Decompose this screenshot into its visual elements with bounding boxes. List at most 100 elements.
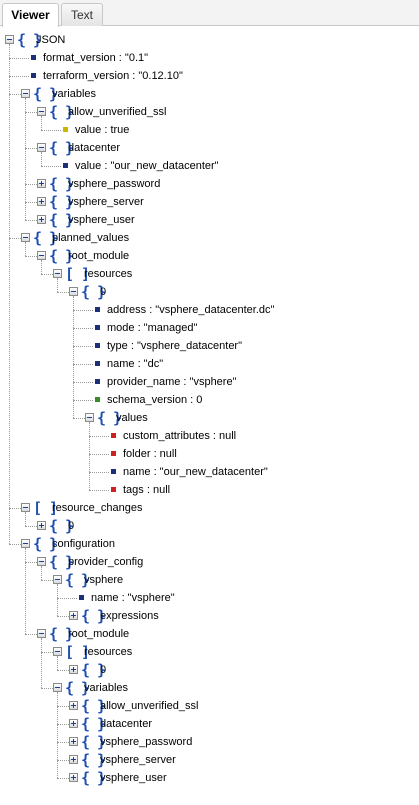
tree-node[interactable]: name : "dc" xyxy=(0,355,419,373)
object-braces-icon: { } xyxy=(33,85,58,103)
tree-connector xyxy=(57,670,69,671)
tree-node[interactable]: [ ]resources xyxy=(0,643,419,661)
tree-node[interactable]: { }0 xyxy=(0,517,419,535)
collapse-toggle-icon[interactable] xyxy=(53,269,62,278)
tree-node[interactable]: { }values xyxy=(0,409,419,427)
object-braces-icon: { } xyxy=(81,769,106,787)
tree-node-label: provider_name : "vsphere" xyxy=(107,376,237,388)
tree-node[interactable]: [ ]resources xyxy=(0,265,419,283)
tree-node[interactable]: format_version : "0.1" xyxy=(0,49,419,67)
tree-node[interactable]: { }root_module xyxy=(0,625,419,643)
collapse-toggle-icon[interactable] xyxy=(21,233,30,242)
expand-toggle-icon[interactable] xyxy=(69,701,78,710)
tree-node-label: root_module xyxy=(68,628,130,640)
object-braces-icon: { } xyxy=(49,193,74,211)
tree-node[interactable]: folder : null xyxy=(0,445,419,463)
tree-node[interactable]: { }vsphere_password xyxy=(0,175,419,193)
expand-toggle-icon[interactable] xyxy=(37,197,46,206)
collapse-toggle-icon[interactable] xyxy=(37,107,46,116)
tree-node-label: 0 xyxy=(100,664,107,676)
tree-node[interactable]: { }datacenter xyxy=(0,139,419,157)
collapse-toggle-icon[interactable] xyxy=(37,557,46,566)
tree-node[interactable]: { }vsphere_password xyxy=(0,733,419,751)
tree-node[interactable]: schema_version : 0 xyxy=(0,391,419,409)
collapse-toggle-icon[interactable] xyxy=(37,629,46,638)
object-braces-icon: { } xyxy=(33,229,58,247)
tree-node[interactable]: custom_attributes : null xyxy=(0,427,419,445)
tree-node[interactable]: { }provider_config xyxy=(0,553,419,571)
tree-node-label: address : "vsphere_datacenter.dc" xyxy=(107,304,275,316)
collapse-toggle-icon[interactable] xyxy=(69,287,78,296)
expand-toggle-icon[interactable] xyxy=(69,665,78,674)
tree-node-label: vsphere_user xyxy=(68,214,135,226)
tab-text[interactable]: Text xyxy=(61,3,103,26)
tree-node-label: format_version : "0.1" xyxy=(43,52,149,64)
collapse-toggle-icon[interactable] xyxy=(21,539,30,548)
tree-node[interactable]: terraform_version : "0.12.10" xyxy=(0,67,419,85)
tree-node[interactable]: { }variables xyxy=(0,85,419,103)
tree-node-label: value : "our_new_datacenter" xyxy=(75,160,219,172)
tree-node[interactable]: { }variables xyxy=(0,679,419,697)
object-braces-icon: { } xyxy=(81,733,106,751)
collapse-toggle-icon[interactable] xyxy=(37,251,46,260)
tree-connector xyxy=(73,364,93,365)
expand-toggle-icon[interactable] xyxy=(69,611,78,620)
collapse-toggle-icon[interactable] xyxy=(21,503,30,512)
expand-toggle-icon[interactable] xyxy=(37,215,46,224)
tree-node[interactable]: { }vsphere_server xyxy=(0,751,419,769)
collapse-toggle-icon[interactable] xyxy=(53,575,62,584)
tree-node[interactable]: { }JSON xyxy=(0,31,419,49)
expand-toggle-icon[interactable] xyxy=(69,719,78,728)
expand-toggle-icon[interactable] xyxy=(69,773,78,782)
tree-node-label: resources xyxy=(84,646,133,658)
expand-toggle-icon[interactable] xyxy=(37,521,46,530)
tree-node[interactable]: { }expressions xyxy=(0,607,419,625)
null-value-icon xyxy=(111,433,116,438)
tree-node[interactable]: provider_name : "vsphere" xyxy=(0,373,419,391)
tree-node[interactable]: { }vsphere_server xyxy=(0,193,419,211)
collapse-toggle-icon[interactable] xyxy=(37,143,46,152)
expand-toggle-icon[interactable] xyxy=(37,179,46,188)
tree-node[interactable]: value : true xyxy=(0,121,419,139)
tree-node[interactable]: tags : null xyxy=(0,481,419,499)
collapse-toggle-icon[interactable] xyxy=(53,647,62,656)
tree-node[interactable]: { }vsphere xyxy=(0,571,419,589)
tree-node[interactable]: { }configuration xyxy=(0,535,419,553)
collapse-toggle-icon[interactable] xyxy=(53,683,62,692)
tree-connector xyxy=(73,346,93,347)
tree-node[interactable]: { }0 xyxy=(0,283,419,301)
collapse-toggle-icon[interactable] xyxy=(5,35,14,44)
tree-node[interactable]: value : "our_new_datacenter" xyxy=(0,157,419,175)
tree-node[interactable]: mode : "managed" xyxy=(0,319,419,337)
tree-connector xyxy=(57,706,69,707)
tree-connector xyxy=(41,688,53,689)
expand-toggle-icon[interactable] xyxy=(69,737,78,746)
tree-node[interactable]: { }vsphere_user xyxy=(0,211,419,229)
tree-node[interactable]: { }allow_unverified_ssl xyxy=(0,697,419,715)
tree-node-label: 0 xyxy=(100,286,107,298)
tab-viewer[interactable]: Viewer xyxy=(2,3,59,27)
tree-node[interactable]: { }0 xyxy=(0,661,419,679)
tree-node[interactable]: type : "vsphere_datacenter" xyxy=(0,337,419,355)
tree-node-label: allow_unverified_ssl xyxy=(68,106,167,118)
expand-toggle-icon[interactable] xyxy=(69,755,78,764)
tree-node[interactable]: [ ]resource_changes xyxy=(0,499,419,517)
tree-node[interactable]: { }root_module xyxy=(0,247,419,265)
tree-connector xyxy=(25,256,37,257)
tree-node[interactable]: { }allow_unverified_ssl xyxy=(0,103,419,121)
tree-node-label: name : "our_new_datacenter" xyxy=(123,466,268,478)
tree-node[interactable]: { }datacenter xyxy=(0,715,419,733)
tree-node[interactable]: { }planned_values xyxy=(0,229,419,247)
tree-connector xyxy=(9,238,21,239)
string-value-icon xyxy=(63,163,68,168)
tree-node[interactable]: address : "vsphere_datacenter.dc" xyxy=(0,301,419,319)
tree-connector xyxy=(41,580,53,581)
object-braces-icon: { } xyxy=(81,607,106,625)
collapse-toggle-icon[interactable] xyxy=(85,413,94,422)
tree-node[interactable]: name : "vsphere" xyxy=(0,589,419,607)
tree-node[interactable]: { }vsphere_user xyxy=(0,769,419,787)
tree-node[interactable]: name : "our_new_datacenter" xyxy=(0,463,419,481)
collapse-toggle-icon[interactable] xyxy=(21,89,30,98)
tree-node-label: variables xyxy=(52,88,97,100)
